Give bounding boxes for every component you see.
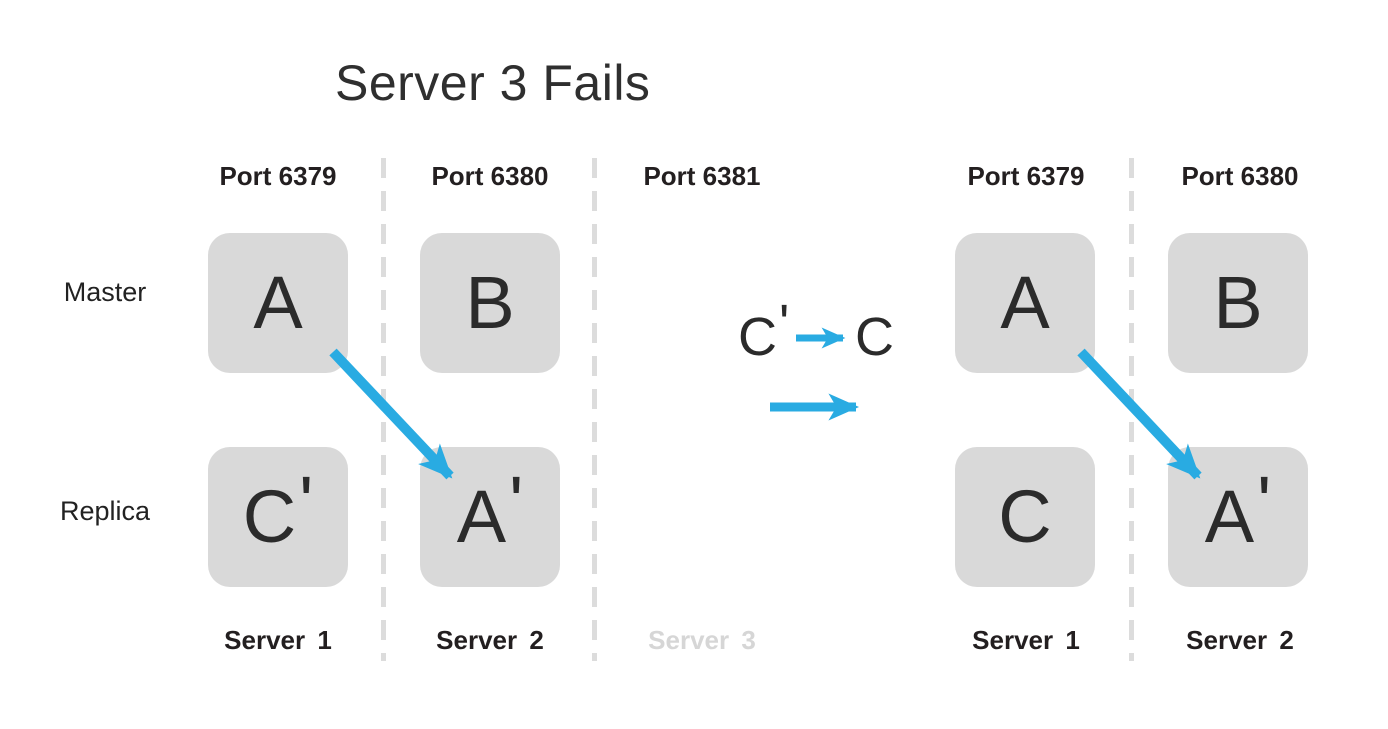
shard-letter: A (1204, 475, 1255, 558)
shard-letter: A (253, 261, 303, 344)
shard-box-replica-a-before: A' (420, 447, 560, 587)
shard-box-replica-c-before: C' (208, 447, 348, 587)
shard-letter: C (242, 475, 297, 558)
shard-box-master-a-before: A (208, 233, 348, 373)
shard-letter: B (1213, 261, 1263, 344)
shard-letter: C (998, 475, 1052, 558)
prime-mark: ' (1257, 461, 1272, 544)
server-label-failed: Server 3 (648, 625, 756, 655)
server-label: Server 2 (436, 625, 544, 655)
port-label: Port 6379 (219, 161, 337, 191)
port-label: Port 6380 (431, 161, 549, 191)
shard-box-replica-c-after: C (955, 447, 1095, 587)
row-label-master: Master (63, 277, 147, 307)
promotion-from-letter: C (738, 307, 777, 367)
diagram-title: Server 3 Fails (335, 55, 651, 111)
shard-letter: A (1000, 261, 1050, 344)
prime-mark: ' (299, 461, 314, 544)
port-label: Port 6380 (1181, 161, 1299, 191)
prime-mark: ' (779, 294, 790, 354)
promotion-to-letter: C (855, 307, 894, 367)
row-label-replica: Replica (59, 496, 151, 526)
shard-box-master-b-after: B (1168, 233, 1308, 373)
server-label: Server 1 (972, 625, 1080, 655)
server-label: Server 1 (224, 625, 332, 655)
prime-mark: ' (509, 461, 524, 544)
shard-letter: B (465, 261, 515, 344)
shard-box-replica-a-after: A' (1168, 447, 1308, 587)
shard-box-master-b-before: B (420, 233, 560, 373)
port-label: Port 6381 (643, 161, 761, 191)
server-label: Server 2 (1186, 625, 1294, 655)
shard-box-master-a-after: A (955, 233, 1095, 373)
port-label: Port 6379 (967, 161, 1085, 191)
promotion-annotation-from: C' (738, 297, 791, 370)
shard-letter: A (456, 475, 507, 558)
